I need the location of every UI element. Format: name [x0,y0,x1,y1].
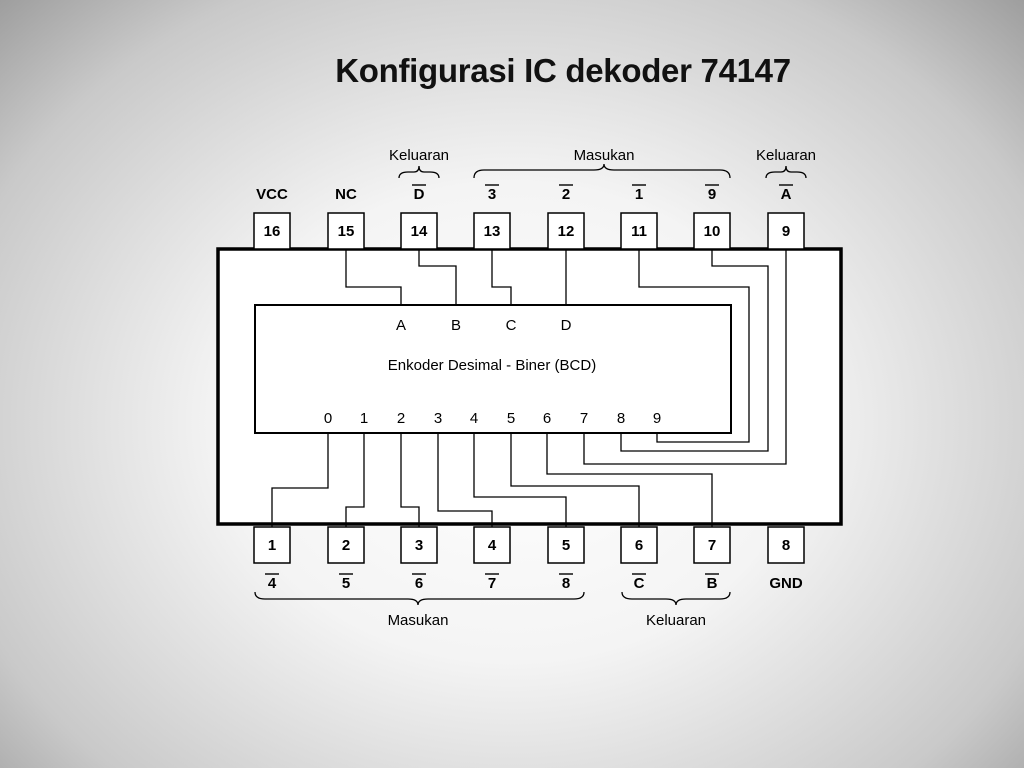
brace-top-left-output [398,165,440,179]
top-pin-16-number: 16 [264,223,281,240]
bottom-pin-7-label: B [707,575,718,592]
encoder-input-9: 9 [653,410,661,427]
bottom-pin-4-number: 4 [488,537,497,554]
bottom-pin-6-box [620,526,658,564]
top-pin-12-box [547,212,585,250]
top-pin-14-label: D [414,186,425,203]
top-pin-14-number: 14 [411,223,428,240]
encoder-input-6: 6 [543,410,551,427]
encoder-input-3: 3 [434,410,442,427]
bottom-pin-2-number: 2 [342,537,350,554]
bottom-pin-5-number: 5 [562,537,570,554]
bottom-pin-7-number: 7 [708,537,716,554]
top-pin-13-box [473,212,511,250]
wire-pin14-b [418,249,457,305]
top-pin-12-number: 12 [558,223,575,240]
wire-in6-pin7 [546,433,713,527]
group-label-bottom-output: Keluaran [646,612,706,629]
bottom-pin-2-box [327,526,365,564]
top-pin-12-label: 2 [562,186,570,203]
top-pin-14-box [400,212,438,250]
wire-pin9-out [583,249,787,465]
bottom-pin-4-box [473,526,511,564]
group-label-top-right-output: Keluaran [756,147,816,164]
group-label-bottom-input: Masukan [388,612,449,629]
encoder-input-2: 2 [397,410,405,427]
top-pin-16-label: VCC [256,186,288,203]
bottom-pin-4-label: 7 [488,575,496,592]
encoder-output-d: D [561,317,572,334]
wire-pin10-in [620,249,769,452]
bottom-pin-3-number: 3 [415,537,423,554]
wire-in2-pin3 [400,433,420,527]
top-pin-11-box [620,212,658,250]
internal-wiring [271,249,787,527]
encoder-input-8: 8 [617,410,625,427]
encoder-block [254,304,732,434]
wire-in4-pin5 [473,433,567,527]
wire-in0-pin1 [271,433,329,527]
brace-bottom-output [621,591,731,606]
encoder-output-a: A [396,317,406,334]
bottom-pin-6-number: 6 [635,537,643,554]
top-pin-16-box [253,212,291,250]
brace-top-input [473,163,731,179]
top-pin-13-number: 13 [484,223,501,240]
top-pin-11-number: 11 [631,223,647,240]
encoder-input-7: 7 [580,410,588,427]
bottom-pin-7-box [693,526,731,564]
group-label-top-left-output: Keluaran [389,147,449,164]
wire-pin15-a [345,249,402,305]
brace-top-right-output [765,165,807,179]
group-label-top-input: Masukan [574,147,635,164]
top-pin-15-box [327,212,365,250]
top-pin-15-number: 15 [338,223,355,240]
bottom-pin-3-label: 6 [415,575,423,592]
bottom-pin-8-number: 8 [782,537,790,554]
wire-pin13-c [491,249,512,305]
wire-in3-pin4 [437,433,493,527]
top-pin-13-label: 3 [488,186,496,203]
brace-bottom-input [254,591,585,606]
top-pin-10-label: 9 [708,186,716,203]
bottom-pin-3-box [400,526,438,564]
encoder-input-1: 1 [360,410,368,427]
encoder-title: Enkoder Desimal - Biner (BCD) [388,357,596,374]
bottom-pin-1-box [253,526,291,564]
bottom-pin-8-box [767,526,805,564]
encoder-output-c: C [506,317,517,334]
bottom-pin-2-label: 5 [342,575,350,592]
top-pin-10-number: 10 [704,223,721,240]
top-pin-15-label: NC [335,186,357,203]
top-pin-10-box [693,212,731,250]
encoder-input-0: 0 [324,410,332,427]
bottom-pin-1-number: 1 [268,537,276,554]
top-pin-11-label: 1 [635,186,643,203]
wire-in1-pin2 [345,433,365,527]
bottom-pin-5-label: 8 [562,575,570,592]
bottom-pin-8-label: GND [769,575,803,592]
top-pin-9-label: A [781,186,792,203]
wire-in5-pin6 [510,433,640,527]
top-pin-9-number: 9 [782,223,790,240]
bottom-pin-1-label: 4 [268,575,277,592]
encoder-output-b: B [451,317,461,334]
slide-title: Konfigurasi IC dekoder 74147 [335,52,791,89]
encoder-input-4: 4 [470,410,478,427]
bottom-pin-5-box [547,526,585,564]
encoder-input-5: 5 [507,410,515,427]
top-pin-9-box [767,212,805,250]
bottom-pin-6-label: C [634,575,645,592]
wire-pin11-in [638,249,750,443]
